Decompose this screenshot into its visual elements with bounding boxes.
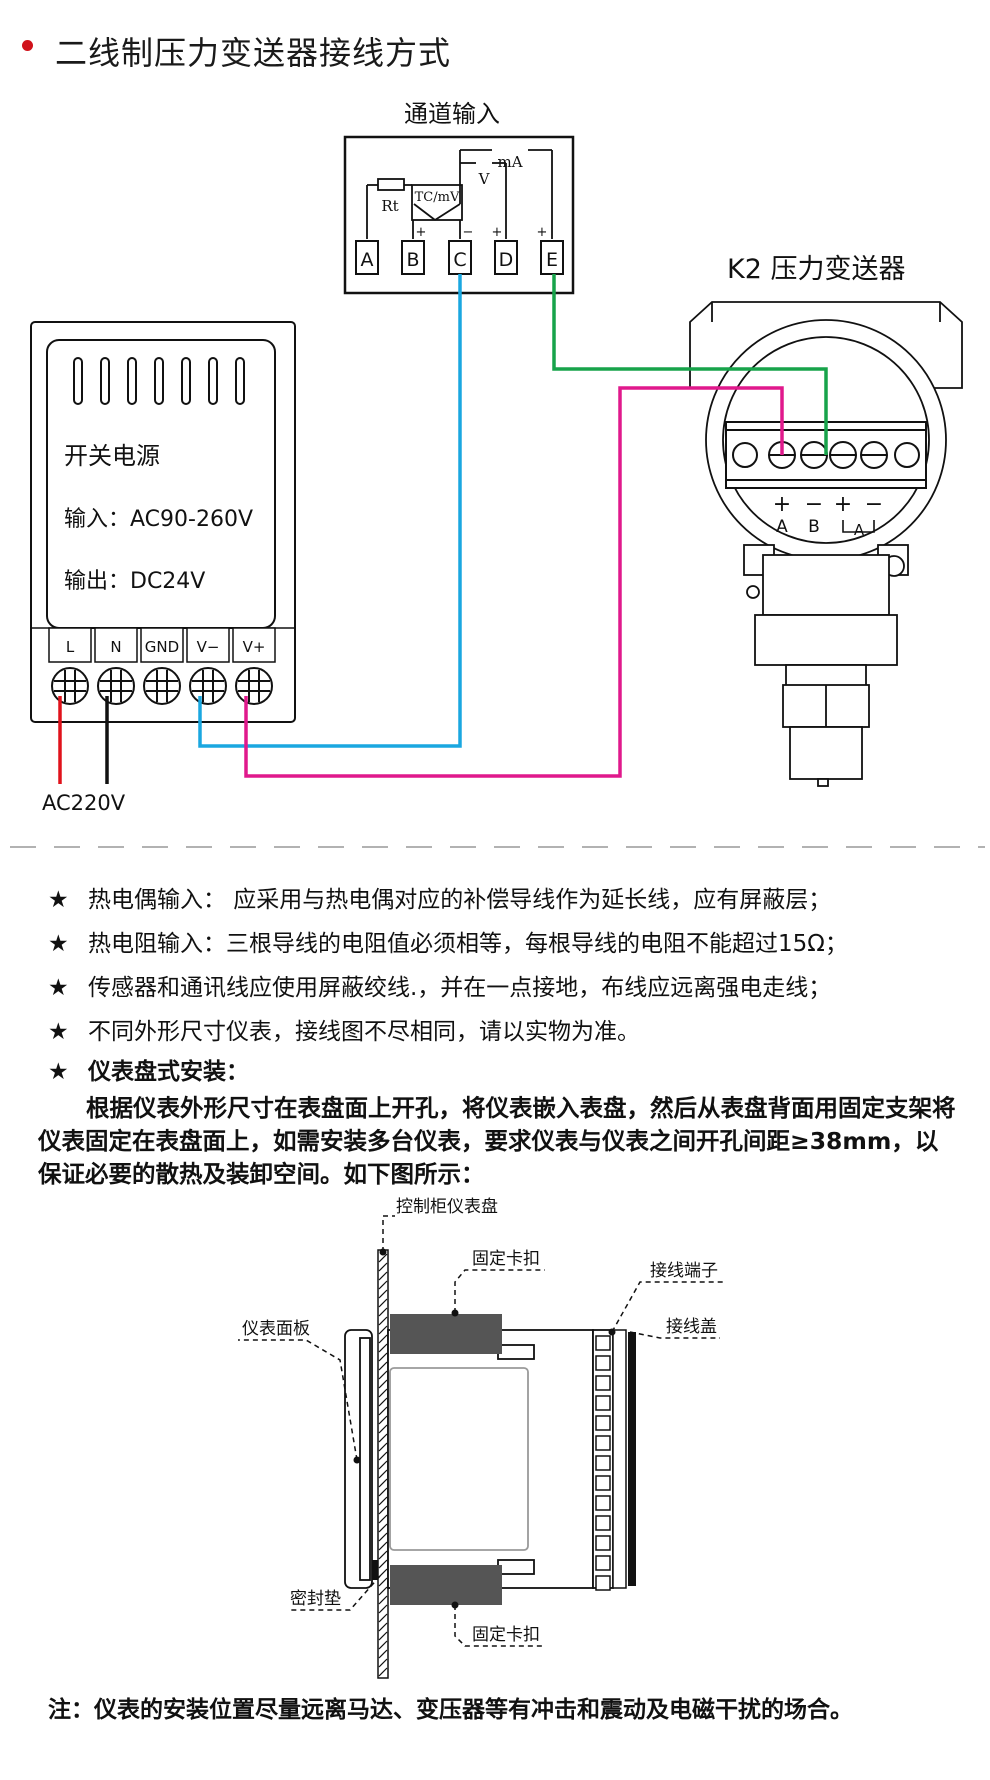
- v-plus-sign: +: [492, 225, 503, 240]
- green-wire: [552, 274, 828, 455]
- note-text: 仪表盘式安装：: [88, 1059, 249, 1085]
- transmitter-title: K2 压力变送器: [727, 254, 905, 285]
- note-item: ★ 仪表盘式安装：: [48, 1052, 249, 1086]
- clip-top-label: 固定卡扣: [472, 1249, 540, 1269]
- note-item: ★ 热电阻输入：三根导线的电阻值必须相等，每根导线的电阻不能超过15Ω；: [48, 924, 848, 958]
- tc-minus-sign: −: [463, 225, 474, 240]
- star-icon: ★: [48, 887, 69, 913]
- channel-terminals: A B C D E: [355, 240, 564, 275]
- leader-dots: [353, 1248, 616, 1609]
- ma-label: mA: [497, 153, 522, 171]
- leader-lines: [238, 1215, 724, 1647]
- terminal-c-label: C: [453, 249, 466, 271]
- note-text: 热电偶输入： 应采用与热电偶对应的补偿导线作为延长线，应有屏蔽层；: [88, 887, 832, 913]
- power-supply-screws: [51, 667, 273, 705]
- terminal-strip: [592, 1329, 636, 1591]
- transmitter-label-b: B: [808, 517, 820, 537]
- note-text: 热电阻输入：三根导线的电阻值必须相等，每根导线的电阻不能超过15Ω；: [88, 931, 848, 957]
- ps-terminal-vminus: V−: [197, 638, 220, 656]
- power-supply: [30, 321, 296, 723]
- ps-terminal-gnd: GND: [145, 638, 179, 656]
- note-text: 传感器和通讯线应使用屏蔽绞线.，并在一点接地，布线应远离强电走线；: [88, 975, 832, 1001]
- ps-terminal-n: N: [110, 638, 121, 656]
- power-supply-title: 开关电源: [64, 442, 160, 470]
- ma-plus-sign: +: [537, 225, 548, 240]
- seal-label: 密封垫: [290, 1589, 341, 1609]
- terminal-e-box: [540, 240, 564, 275]
- pink-wire: [244, 386, 784, 778]
- star-icon: ★: [48, 975, 69, 1001]
- panel-label: 控制柜仪表盘: [396, 1197, 498, 1217]
- ps-terminal-vplus: V+: [243, 638, 266, 656]
- star-icon: ★: [48, 1059, 69, 1085]
- tc-plus-sign: +: [416, 225, 427, 240]
- terminal-d-label: D: [499, 249, 514, 271]
- cover-label: 接线盖: [666, 1317, 717, 1337]
- note-item: ★ 不同外形尺寸仪表，接线图不尽相同，请以实物为准。: [48, 1012, 640, 1046]
- clip-bottom-label: 固定卡扣: [472, 1625, 540, 1645]
- wiring-diagram: 通道输入 Rt TC/mV V mA + − + + A B C D E: [10, 100, 985, 848]
- transmitter-label-ammeter: A: [854, 521, 865, 539]
- terminal-b-label: B: [406, 249, 419, 271]
- footer-note: 注：仪表的安装位置尽量远离马达、变压器等有冲击和震动及电磁干扰的场合。: [48, 1697, 853, 1723]
- control-panel-board: [377, 1249, 389, 1679]
- seal-gasket: [372, 1560, 378, 1580]
- ps-terminal-l: L: [66, 638, 75, 656]
- terminal-e-label: E: [546, 249, 558, 271]
- transmitter-plus-2: +: [834, 492, 852, 517]
- star-icon: ★: [48, 931, 69, 957]
- blue-wire: [198, 274, 462, 748]
- note-text: 不同外形尺寸仪表，接线图不尽相同，请以实物为准。: [88, 1019, 640, 1045]
- power-supply-output: 输出：DC24V: [64, 569, 205, 594]
- ac220v-label: AC220V: [42, 791, 126, 815]
- terminal-a-box: [355, 240, 379, 275]
- rt-label: Rt: [381, 197, 398, 215]
- notes-list: ★ 热电偶输入： 应采用与热电偶对应的补偿导线作为延长线，应有屏蔽层； ★ 热电阻输…: [38, 880, 958, 1085]
- channel-box-title: 通道输入: [404, 100, 500, 128]
- title-bullet-dot: [22, 40, 33, 51]
- install-paragraph: 根据仪表外形尺寸在表盘面上开孔，将仪表嵌入表盘，然后从表盘背面用固定支架将仪表固…: [38, 1094, 956, 1188]
- note-item: ★ 传感器和通讯线应使用屏蔽绞线.，并在一点接地，布线应远离强电走线；: [48, 968, 831, 1002]
- instrument-body: [387, 1329, 594, 1589]
- terminal-label: 接线端子: [650, 1261, 718, 1281]
- instrument-face: [344, 1329, 373, 1589]
- tc-mv-label: TC/mV: [415, 190, 460, 205]
- star-icon: ★: [48, 1019, 69, 1045]
- transmitter-label-a: A: [776, 517, 788, 537]
- note-item: ★ 热电偶输入： 应采用与热电偶对应的补偿导线作为延长线，应有屏蔽层；: [48, 880, 831, 914]
- terminal-a-label: A: [361, 249, 374, 271]
- face-label: 仪表面板: [242, 1319, 310, 1339]
- section-title: 二线制压力变送器接线方式: [55, 34, 452, 72]
- transmitter-minus-2: −: [865, 492, 883, 517]
- transmitter-plus-1: +: [773, 492, 791, 517]
- power-supply-input: 输入：AC90-260V: [64, 507, 253, 532]
- terminal-d-box: [494, 240, 518, 275]
- v-label: V: [478, 170, 491, 188]
- top-fixing-clip: [390, 1314, 502, 1354]
- bottom-fixing-clip: [390, 1565, 502, 1605]
- ammeter-bracket: [842, 520, 875, 533]
- transmitter-minus-1: −: [805, 492, 823, 517]
- channel-internal-wiring: [366, 149, 553, 239]
- terminal-b-box: [401, 240, 425, 275]
- power-supply-vents: [73, 357, 245, 405]
